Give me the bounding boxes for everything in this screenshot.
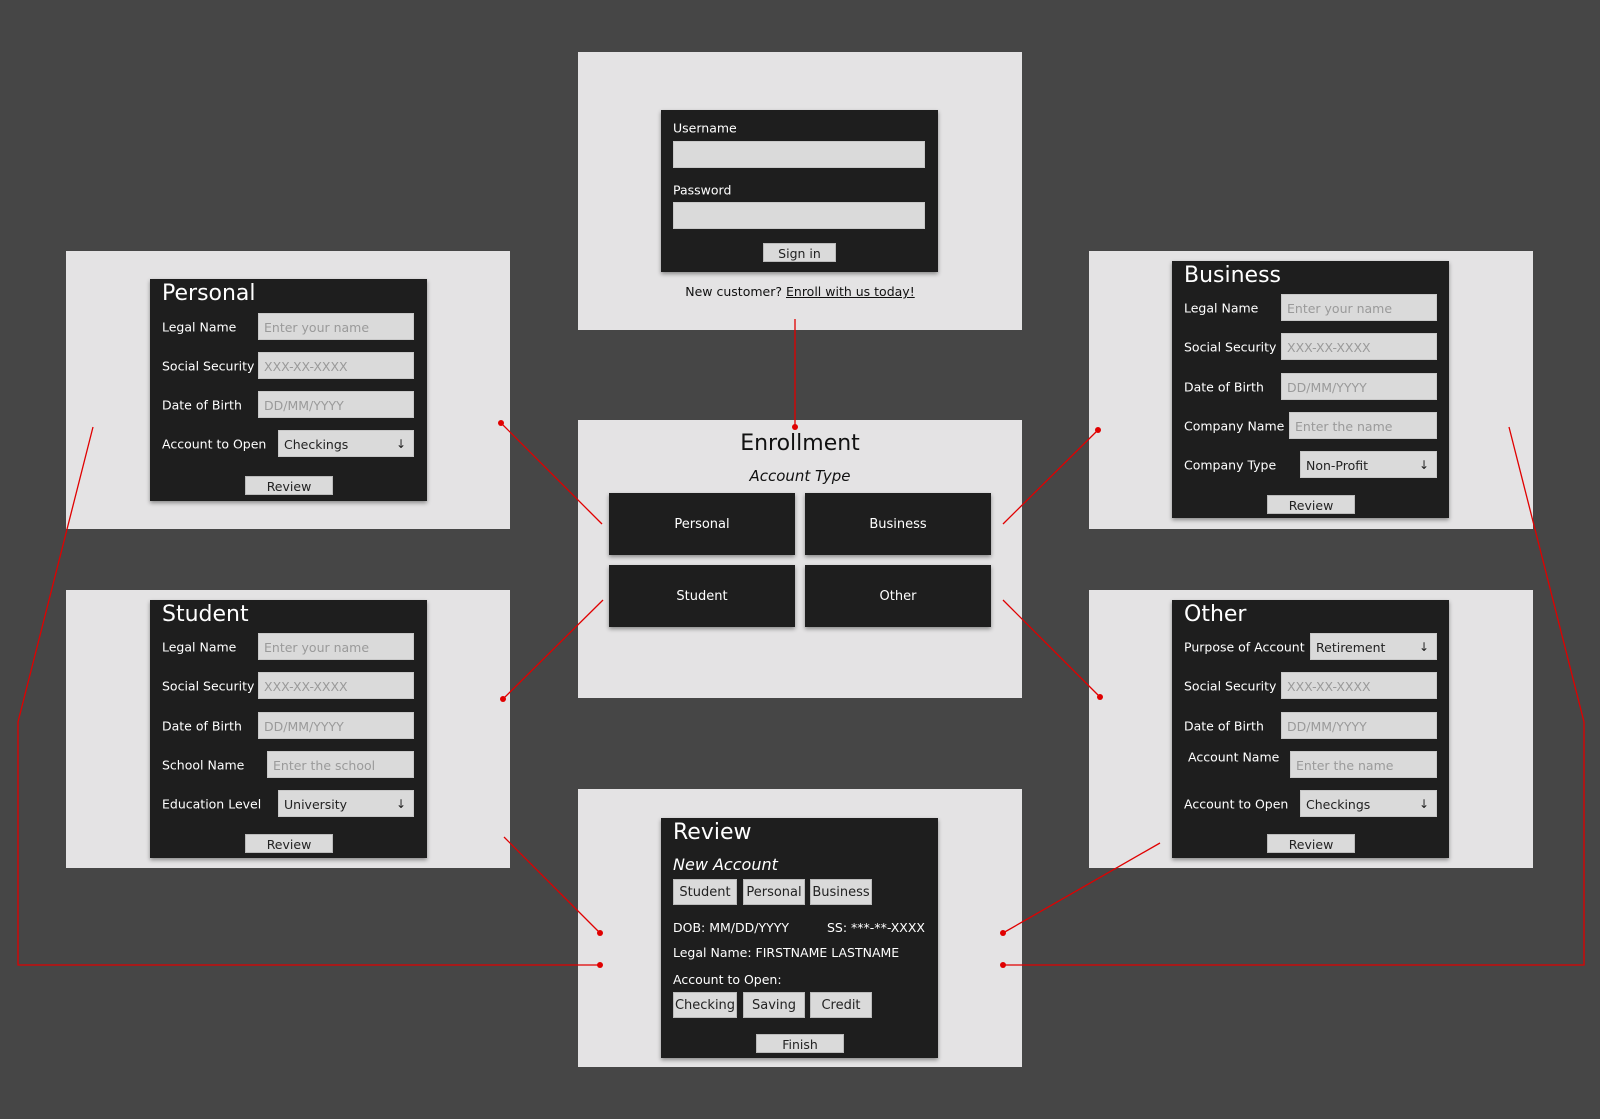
social-security-input[interactable]: XXX-XX-XXXX: [1281, 333, 1437, 360]
dob-input[interactable]: DD/MM/YYYY: [258, 712, 414, 739]
education-level-select[interactable]: University ↓: [278, 790, 414, 817]
review-title: Review: [673, 820, 752, 845]
business-card: Business Legal Name Enter your name Soci…: [1172, 261, 1449, 518]
dob-label: Date of Birth: [1184, 718, 1264, 734]
student-option-button[interactable]: Student: [609, 565, 795, 627]
legal-name-label: Legal Name: [162, 319, 237, 335]
connector-enrollment-personal: [498, 420, 603, 525]
personal-option-button[interactable]: Personal: [609, 493, 795, 555]
student-card: Student Legal Name Enter your name Socia…: [150, 600, 427, 858]
company-type-label: Company Type: [1184, 457, 1277, 473]
social-security-input[interactable]: XXX-XX-XXXX: [1281, 672, 1437, 699]
account-saving-button[interactable]: Saving: [743, 992, 805, 1018]
social-security-label: Social Security: [1184, 678, 1277, 694]
select-value: Checkings: [284, 437, 349, 452]
company-name-input[interactable]: Enter the name: [1289, 412, 1437, 439]
select-value: Non-Profit: [1306, 458, 1369, 473]
company-type-select[interactable]: Non-Profit ↓: [1300, 451, 1437, 478]
education-level-label: Education Level: [162, 796, 262, 812]
chevron-down-icon: ↓: [395, 437, 406, 451]
sign-in-button[interactable]: Sign in: [763, 243, 836, 262]
legal-name-input[interactable]: Enter your name: [258, 633, 414, 660]
account-name-label: Account Name: [1188, 749, 1280, 765]
personal-title: Personal: [162, 281, 256, 306]
account-type-subtitle: Account Type: [749, 467, 851, 485]
school-name-input[interactable]: Enter the school: [267, 751, 414, 778]
connector-login-enrollment: [792, 319, 798, 430]
dob-input[interactable]: DD/MM/YYYY: [1281, 373, 1437, 400]
social-security-input[interactable]: XXX-XX-XXXX: [258, 672, 414, 699]
purpose-label: Purpose of Account: [1184, 639, 1305, 655]
new-customer-text: New customer? Enroll with us today!: [578, 284, 1022, 299]
review-button[interactable]: Review: [245, 476, 333, 495]
social-security-label: Social Security: [1184, 339, 1277, 355]
connector-student-review: [503, 836, 603, 936]
legal-name-input[interactable]: Enter your name: [258, 313, 414, 340]
username-input[interactable]: [673, 141, 925, 168]
chevron-down-icon: ↓: [395, 797, 406, 811]
finish-button[interactable]: Finish: [756, 1034, 844, 1053]
chevron-down-icon: ↓: [1418, 458, 1429, 472]
type-student-button[interactable]: Student: [673, 879, 737, 905]
other-title: Other: [1184, 602, 1247, 627]
connector-enrollment-other: [1002, 599, 1103, 700]
connector-other-review: [1000, 842, 1161, 936]
new-customer-label: New customer?: [685, 284, 783, 299]
social-security-label: Social Security: [162, 358, 255, 374]
legal-name-text: Legal Name: FIRSTNAME LASTNAME: [673, 945, 900, 960]
dob-input[interactable]: DD/MM/YYYY: [258, 391, 414, 418]
account-to-open-label: Account to Open: [162, 436, 267, 452]
purpose-select[interactable]: Retirement ↓: [1310, 633, 1437, 660]
student-title: Student: [162, 602, 249, 627]
account-to-open-select[interactable]: Checkings ↓: [278, 430, 414, 457]
account-name-input[interactable]: Enter the name: [1290, 751, 1437, 778]
connector-personal-review: [17, 426, 603, 968]
social-security-label: Social Security: [162, 678, 255, 694]
select-value: Checkings: [1306, 797, 1371, 812]
login-card: Username Password Sign in: [661, 110, 938, 272]
social-security-input[interactable]: XXX-XX-XXXX: [258, 352, 414, 379]
company-name-label: Company Name: [1184, 418, 1285, 434]
enrollment-frame: [578, 420, 1022, 698]
new-account-subtitle: New Account: [673, 855, 778, 874]
type-business-button[interactable]: Business: [810, 879, 872, 905]
review-button[interactable]: Review: [1267, 495, 1355, 514]
review-button[interactable]: Review: [1267, 834, 1355, 853]
enroll-link[interactable]: Enroll with us today!: [786, 284, 915, 299]
legal-name-label: Legal Name: [1184, 300, 1259, 316]
business-title: Business: [1184, 263, 1282, 288]
enrollment-title: Enrollment: [740, 431, 860, 456]
username-label: Username: [673, 120, 737, 136]
account-credit-button[interactable]: Credit: [810, 992, 872, 1018]
personal-card: Personal Legal Name Enter your name Soci…: [150, 279, 427, 501]
school-name-label: School Name: [162, 757, 245, 773]
business-option-button[interactable]: Business: [805, 493, 991, 555]
connector-enrollment-student: [500, 599, 604, 702]
other-option-button[interactable]: Other: [805, 565, 991, 627]
dob-text: DOB: MM/DD/YYYY: [673, 920, 790, 935]
account-to-open-select[interactable]: Checkings ↓: [1300, 790, 1437, 817]
legal-name-input[interactable]: Enter your name: [1281, 294, 1437, 321]
password-input[interactable]: [673, 202, 925, 229]
account-to-open-label: Account to Open:: [673, 972, 782, 987]
legal-name-label: Legal Name: [162, 639, 237, 655]
select-value: Retirement: [1316, 640, 1386, 655]
dob-input[interactable]: DD/MM/YYYY: [1281, 712, 1437, 739]
dob-label: Date of Birth: [1184, 379, 1264, 395]
review-button[interactable]: Review: [245, 834, 333, 853]
dob-label: Date of Birth: [162, 397, 242, 413]
connector-business-review: [1000, 426, 1585, 968]
type-personal-button[interactable]: Personal: [743, 879, 805, 905]
other-card: Other Purpose of Account Retirement ↓ Soc…: [1172, 600, 1449, 858]
connector-enrollment-business: [1002, 427, 1101, 525]
select-value: University: [284, 797, 348, 812]
review-card: Review New Account Student Personal Busi…: [661, 818, 938, 1058]
ss-text: SS: ***-**-XXXX: [827, 920, 925, 935]
password-label: Password: [673, 182, 732, 198]
chevron-down-icon: ↓: [1418, 640, 1429, 654]
chevron-down-icon: ↓: [1418, 797, 1429, 811]
account-to-open-label: Account to Open: [1184, 796, 1289, 812]
account-checking-button[interactable]: Checking: [673, 992, 737, 1018]
dob-label: Date of Birth: [162, 718, 242, 734]
